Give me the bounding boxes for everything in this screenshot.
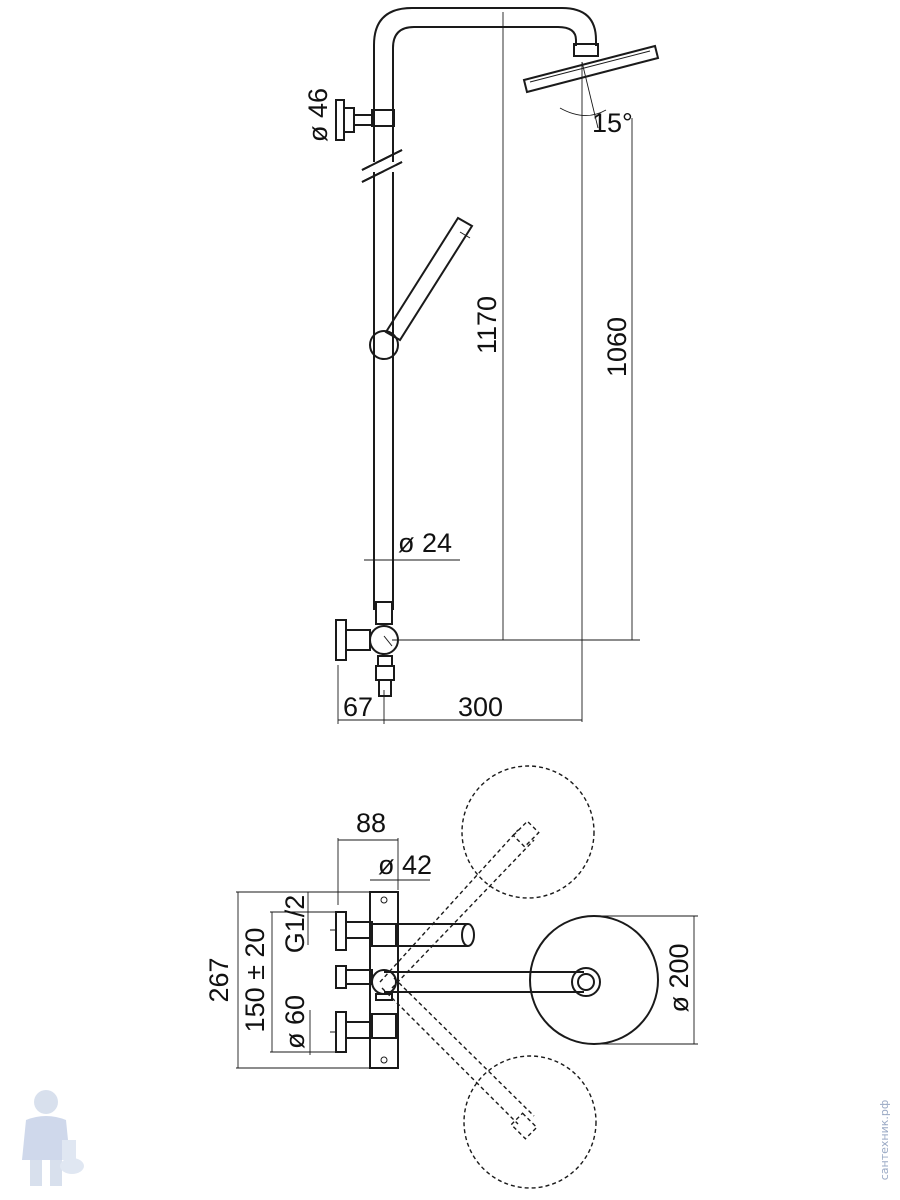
inlet-thread-label: G1/2 — [280, 895, 310, 954]
swing-position-lower — [381, 977, 597, 1189]
dim-overall-width: 267 — [204, 891, 372, 1069]
shower-arm-top — [384, 915, 659, 1045]
wall-inlets — [330, 911, 373, 1053]
dim-escutcheon-diameter: ø 60 — [280, 995, 311, 1055]
pipe-break-mark — [361, 149, 403, 183]
total-height-label: 1170 — [472, 296, 502, 354]
side-view: 1170 1060 ø 24 ø 46 15° 67 300 — [303, 7, 660, 724]
head-diameter-label: ø 200 — [664, 943, 694, 1012]
bracket-diameter-label: ø 46 — [303, 88, 333, 142]
watermark-text: сантехник.рф — [878, 1100, 891, 1181]
angle-label: 15° — [592, 108, 633, 138]
hand-shower — [369, 216, 474, 360]
inlet-spacing-label: 150 ± 20 — [240, 928, 270, 1033]
riser-pipe — [373, 7, 597, 610]
mixer-valve — [335, 601, 399, 697]
plumber-logo — [22, 1090, 84, 1186]
mixer-body-top — [369, 891, 399, 1069]
pipe-diameter-label: ø 24 — [398, 528, 452, 558]
dim-total-height: 1170 — [392, 12, 520, 641]
overall-width-label: 267 — [204, 957, 234, 1002]
dim-inlet-spacing: 150 ± 20 — [240, 911, 336, 1053]
escutcheon-diameter-label: ø 60 — [280, 995, 310, 1049]
wall-bracket — [335, 99, 395, 141]
dim-head-diameter: ø 200 — [594, 915, 698, 1045]
dim-body-diameter: ø 42 — [370, 850, 432, 881]
mixer-width-label: 88 — [356, 808, 386, 838]
dim-inlet-thread: G1/2 — [280, 892, 310, 953]
hand-shower-top — [388, 923, 475, 947]
arm-reach-label: 300 — [458, 692, 503, 722]
dim-mixer-width: 88 — [337, 808, 399, 905]
shower-head — [522, 43, 660, 94]
swing-position-upper — [379, 765, 595, 989]
body-diameter-label: ø 42 — [378, 850, 432, 880]
dim-pipe-diameter: ø 24 — [364, 528, 460, 561]
top-view: 88 ø 42 267 150 ± 20 G1/2 ø — [204, 765, 698, 1189]
angle-indicator — [559, 61, 607, 132]
wall-offset-label: 67 — [343, 692, 373, 722]
head-height-label: 1060 — [602, 317, 632, 377]
dim-horizontal-offsets: 67 300 — [337, 665, 582, 724]
dim-head-height: 1060 — [520, 118, 640, 641]
